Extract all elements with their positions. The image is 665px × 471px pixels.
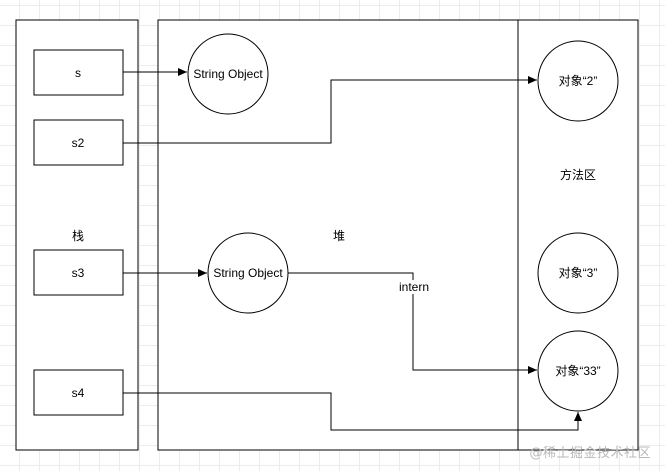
heap-object-1-label: String Object xyxy=(193,67,263,81)
stack-label: 栈 xyxy=(72,228,84,243)
intern-label: intern xyxy=(399,280,429,294)
intern-label-bg xyxy=(396,280,432,294)
arrow-s4-to-object-33 xyxy=(123,392,582,431)
method-area-label: 方法区 xyxy=(560,167,596,182)
method-object-33-label: 对象“33” xyxy=(555,364,600,378)
arrow-s2-to-object-2 xyxy=(123,76,537,144)
var-label-s3: s3 xyxy=(72,266,85,280)
var-box-s4 xyxy=(33,369,124,416)
heap-object-2-label: String Object xyxy=(213,266,283,280)
method-object-2 xyxy=(537,40,619,122)
method-object-2-label: 对象“2” xyxy=(559,74,598,88)
var-label-s2: s2 xyxy=(72,136,85,150)
method-object-33 xyxy=(537,330,619,412)
var-label-s4: s4 xyxy=(72,386,85,400)
var-box-s xyxy=(33,49,124,96)
var-label-s: s xyxy=(75,66,81,80)
method-object-3-label: 对象“3” xyxy=(559,266,598,280)
method-object-3 xyxy=(537,232,619,314)
heap-object-1 xyxy=(187,33,269,115)
watermark: @稀土掘金技术社区 xyxy=(529,446,651,461)
arrow-intern-to-object-33 xyxy=(288,272,537,374)
heap-label: 堆 xyxy=(333,229,345,243)
